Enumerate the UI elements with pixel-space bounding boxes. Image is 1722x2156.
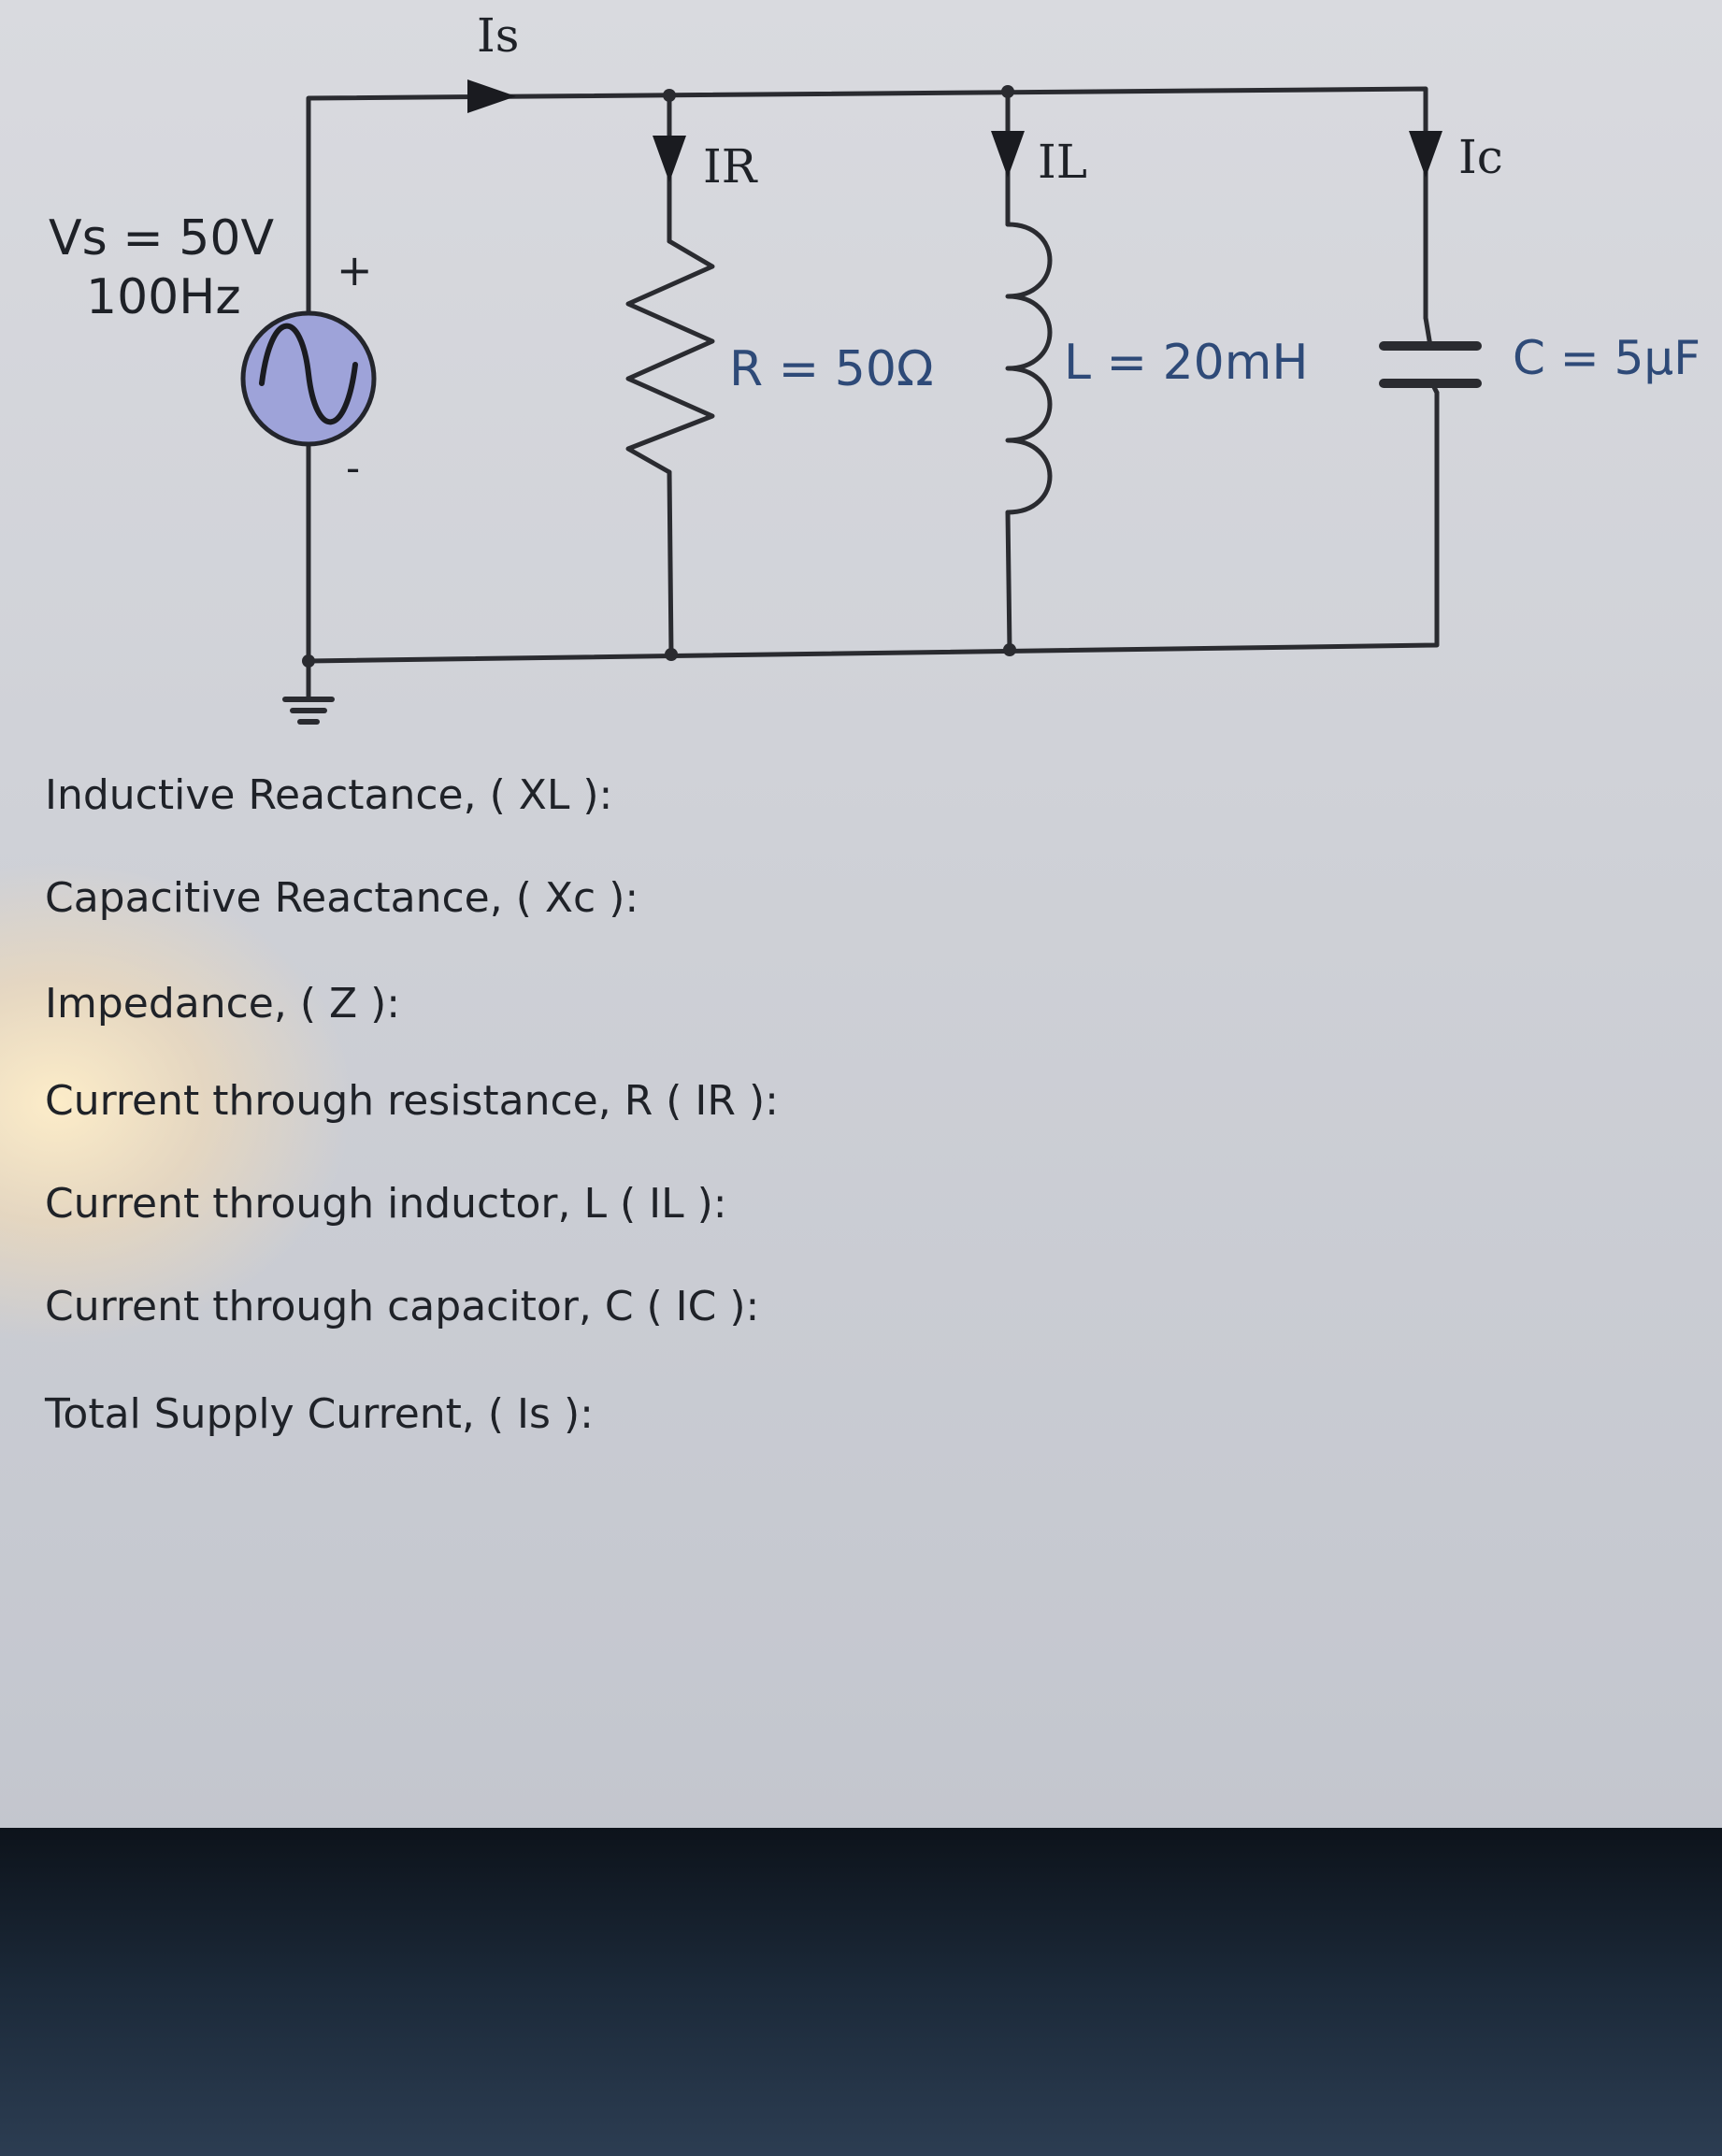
question-impedance: Impedance, ( Z ): bbox=[45, 980, 401, 1028]
resistor-current-arrow bbox=[653, 136, 686, 182]
current-arrows bbox=[467, 79, 1442, 182]
capacitor-value-label: C = 5µF bbox=[1513, 331, 1700, 385]
minus-sign: - bbox=[346, 445, 360, 491]
resistor-value-label: R = 50Ω bbox=[729, 341, 934, 397]
capacitor-plates bbox=[1379, 341, 1482, 388]
source-voltage-label: Vs = 50V bbox=[49, 210, 274, 266]
junction-dots bbox=[302, 85, 1016, 668]
resistor-zigzag bbox=[625, 238, 715, 475]
question-capacitor-current: Current through capacitor, C ( IC ): bbox=[45, 1283, 760, 1330]
inductor-value-label: L = 20mH bbox=[1064, 335, 1309, 391]
ground-symbol bbox=[282, 697, 335, 725]
question-resistor-current: Current through resistance, R ( IR ): bbox=[45, 1077, 779, 1125]
source-frequency-label: 100Hz bbox=[86, 269, 241, 325]
inductor-coil bbox=[1005, 222, 1053, 515]
supply-current-arrow bbox=[467, 79, 516, 113]
resistor-current-label: IR bbox=[703, 139, 758, 194]
top-wire bbox=[306, 86, 1428, 321]
capacitor-current-label: Ic bbox=[1458, 130, 1503, 184]
bottom-wire bbox=[306, 390, 1440, 664]
question-inductor-current: Current through inductor, L ( IL ): bbox=[45, 1180, 727, 1228]
inductor-current-arrow bbox=[991, 131, 1025, 178]
capacitor-current-arrow bbox=[1409, 131, 1442, 178]
worksheet-paper: Vs = 50V 100Hz + - Is IR IL Ic R = 50Ω L… bbox=[0, 0, 1722, 1847]
inductor-current-label: IL bbox=[1038, 135, 1087, 189]
question-supply-current: Total Supply Current, ( Is ): bbox=[45, 1390, 594, 1438]
supply-current-label: Is bbox=[477, 8, 519, 63]
circuit-diagram: Vs = 50V 100Hz + - Is IR IL Ic R = 50Ω L… bbox=[49, 8, 1700, 725]
question-inductive-reactance: Inductive Reactance, ( XL ): bbox=[45, 771, 613, 819]
dark-surface bbox=[0, 1828, 1722, 2156]
plus-sign: + bbox=[337, 245, 373, 295]
question-capacitive-reactance: Capacitive Reactance, ( Xc ): bbox=[45, 874, 639, 922]
sine-wave-icon bbox=[259, 323, 358, 425]
